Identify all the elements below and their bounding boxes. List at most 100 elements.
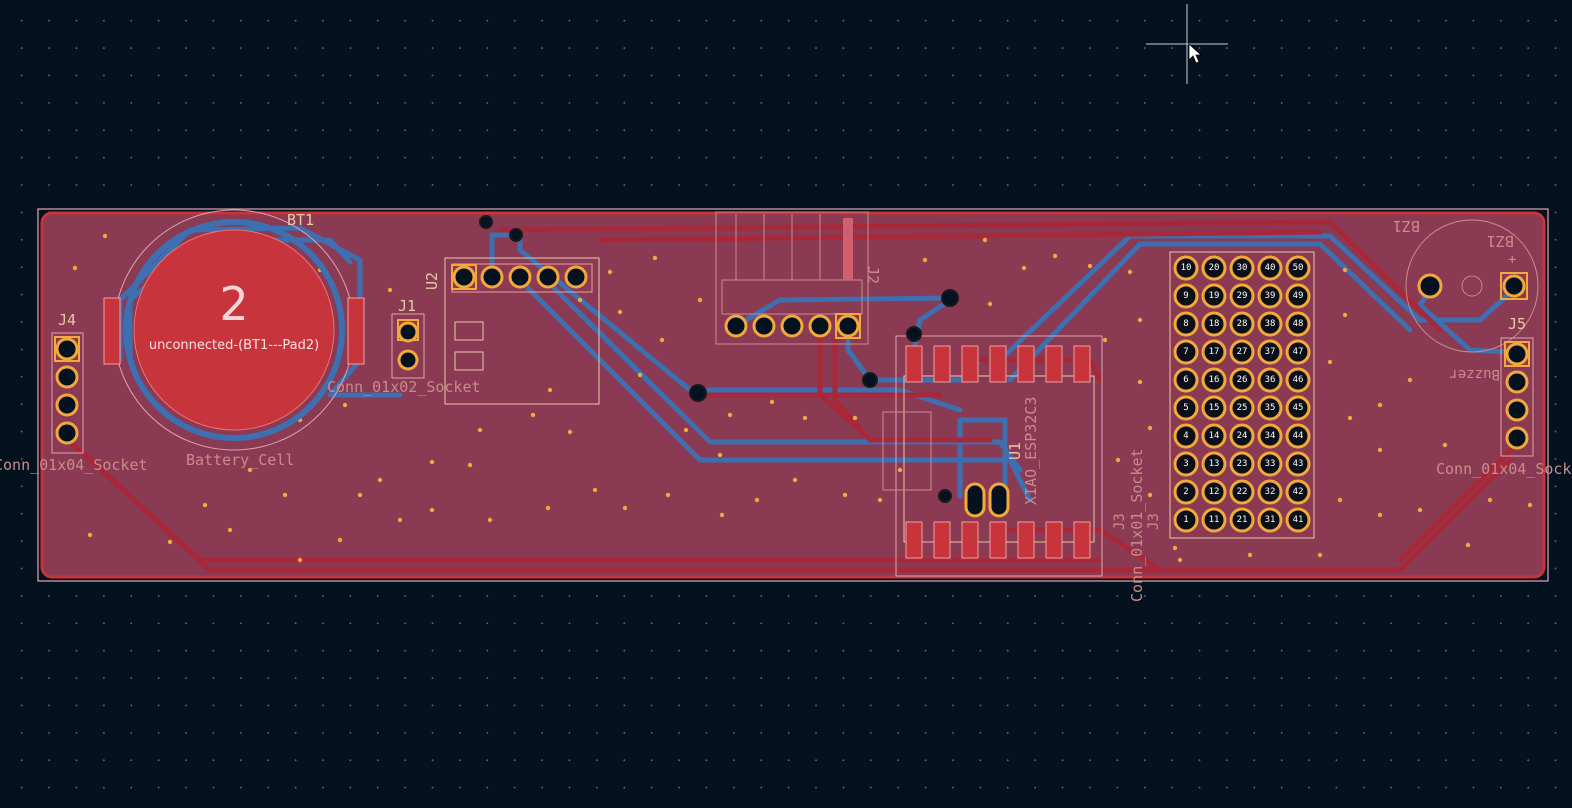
- u2-pad[interactable]: [451, 264, 477, 290]
- u1-smd-pad[interactable]: [905, 521, 923, 559]
- j2-pad[interactable]: [808, 314, 832, 338]
- matrix-pad[interactable]: 34: [1257, 423, 1283, 449]
- matrix-pad[interactable]: 4: [1173, 423, 1199, 449]
- u1-smd-pad[interactable]: [989, 521, 1007, 559]
- matrix-pad[interactable]: 47: [1285, 339, 1311, 365]
- matrix-pad[interactable]: 7: [1173, 339, 1199, 365]
- matrix-pad-number: 14: [1209, 431, 1220, 441]
- j5-pad[interactable]: [1505, 370, 1529, 394]
- matrix-pad[interactable]: 2: [1173, 479, 1199, 505]
- u2-pad[interactable]: [480, 265, 504, 289]
- j5-pad[interactable]: [1504, 341, 1530, 367]
- matrix-pad[interactable]: 46: [1285, 367, 1311, 393]
- j2-pad[interactable]: [724, 314, 748, 338]
- j4-pad[interactable]: [55, 365, 79, 389]
- via-dot: [1177, 557, 1183, 563]
- matrix-pad[interactable]: 25: [1229, 395, 1255, 421]
- matrix-pad[interactable]: 19: [1201, 283, 1227, 309]
- matrix-pad[interactable]: 24: [1229, 423, 1255, 449]
- matrix-pad[interactable]: 35: [1257, 395, 1283, 421]
- matrix-pad[interactable]: 32: [1257, 479, 1283, 505]
- matrix-pad[interactable]: 42: [1285, 479, 1311, 505]
- matrix-pad[interactable]: 22: [1229, 479, 1255, 505]
- j2-pad[interactable]: [835, 313, 861, 339]
- matrix-pad-number: 36: [1265, 375, 1276, 385]
- matrix-pad[interactable]: 50: [1285, 255, 1311, 281]
- j5-pad[interactable]: [1505, 426, 1529, 450]
- matrix-pad[interactable]: 37: [1257, 339, 1283, 365]
- matrix-pad[interactable]: 18: [1201, 311, 1227, 337]
- u1-smd-pad[interactable]: [933, 345, 951, 383]
- u1-smd-pad[interactable]: [1073, 521, 1091, 559]
- matrix-pad[interactable]: 41: [1285, 507, 1311, 533]
- j2-pad[interactable]: [780, 314, 804, 338]
- matrix-pad[interactable]: 43: [1285, 451, 1311, 477]
- u1-smd-pad[interactable]: [933, 521, 951, 559]
- matrix-pad[interactable]: 3: [1173, 451, 1199, 477]
- u1-smd-pad[interactable]: [961, 521, 979, 559]
- u2-pad[interactable]: [508, 265, 532, 289]
- j2-pad[interactable]: [752, 314, 776, 338]
- matrix-pad[interactable]: 38: [1257, 311, 1283, 337]
- u2-pad[interactable]: [536, 265, 560, 289]
- buzzer-bz1[interactable]: BZ1 BZ1 + Buzzer: [1393, 217, 1539, 382]
- matrix-pad[interactable]: 11: [1201, 507, 1227, 533]
- matrix-pad[interactable]: 15: [1201, 395, 1227, 421]
- matrix-pad[interactable]: 36: [1257, 367, 1283, 393]
- matrix-pad[interactable]: 30: [1229, 255, 1255, 281]
- matrix-pad[interactable]: 20: [1201, 255, 1227, 281]
- matrix-pad[interactable]: 26: [1229, 367, 1255, 393]
- j4-pad[interactable]: [55, 421, 79, 445]
- matrix-pad[interactable]: 9: [1173, 283, 1199, 309]
- matrix-pad[interactable]: 31: [1257, 507, 1283, 533]
- connector-j4[interactable]: J4 Conn_01x04_Socket: [0, 311, 148, 474]
- matrix-pad[interactable]: 29: [1229, 283, 1255, 309]
- matrix-pad[interactable]: 16: [1201, 367, 1227, 393]
- connector-j3[interactable]: Conn_01x01_Socket J3 J3: [1112, 448, 1162, 602]
- u1-smd-pad[interactable]: [989, 345, 1007, 383]
- matrix-pad[interactable]: 17: [1201, 339, 1227, 365]
- matrix-pad[interactable]: 12: [1201, 479, 1227, 505]
- matrix-pad[interactable]: 27: [1229, 339, 1255, 365]
- matrix-pad[interactable]: 48: [1285, 311, 1311, 337]
- battery-bt1[interactable]: 2 unconnected-(BT1---Pad2) BT1 Battery_C…: [103, 209, 365, 469]
- matrix-pad[interactable]: 23: [1229, 451, 1255, 477]
- matrix-pad[interactable]: 13: [1201, 451, 1227, 477]
- via-dot: [545, 505, 551, 511]
- connector-j2[interactable]: J2: [715, 211, 882, 345]
- matrix-pad[interactable]: 1: [1173, 507, 1199, 533]
- matrix-pad[interactable]: 21: [1229, 507, 1255, 533]
- matrix-pad[interactable]: 28: [1229, 311, 1255, 337]
- via-dot: [487, 517, 493, 523]
- matrix-pad[interactable]: 44: [1285, 423, 1311, 449]
- u1-smd-pad[interactable]: [1017, 521, 1035, 559]
- matrix-pad[interactable]: 6: [1173, 367, 1199, 393]
- matrix-pad[interactable]: 39: [1257, 283, 1283, 309]
- j5-pad[interactable]: [1505, 398, 1529, 422]
- connector-j5[interactable]: J5 Conn_01x04_Socket: [1436, 315, 1572, 478]
- u1-smd-pad[interactable]: [1045, 345, 1063, 383]
- matrix-pad[interactable]: 10: [1173, 255, 1199, 281]
- u2-pad[interactable]: [564, 265, 588, 289]
- via-dot: [429, 507, 435, 513]
- connector-j1[interactable]: J1 Conn_01x02_Socket: [327, 297, 481, 396]
- u1-smd-pad[interactable]: [961, 345, 979, 383]
- matrix-pad[interactable]: 14: [1201, 423, 1227, 449]
- module-u1[interactable]: U1 XIAO_ESP32C3: [882, 335, 1103, 577]
- u1-smd-pad[interactable]: [1045, 521, 1063, 559]
- u1-smd-pad[interactable]: [1073, 345, 1091, 383]
- matrix-pad[interactable]: 8: [1173, 311, 1199, 337]
- matrix-pad[interactable]: 45: [1285, 395, 1311, 421]
- module-u2[interactable]: U2: [423, 257, 600, 405]
- matrix-pad[interactable]: 33: [1257, 451, 1283, 477]
- u1-smd-pad[interactable]: [905, 345, 923, 383]
- matrix-pad[interactable]: 5: [1173, 395, 1199, 421]
- j4-pad[interactable]: [55, 393, 79, 417]
- u1-smd-pad[interactable]: [1017, 345, 1035, 383]
- j4-pad[interactable]: [54, 336, 80, 362]
- matrix-pad[interactable]: 40: [1257, 255, 1283, 281]
- matrix-pad[interactable]: 49: [1285, 283, 1311, 309]
